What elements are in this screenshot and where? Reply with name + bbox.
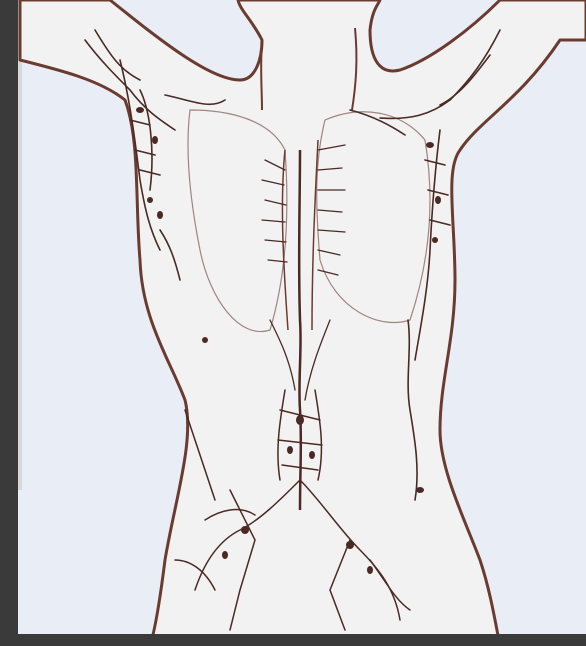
torso-silhouette [20,0,586,646]
neck-left-line [261,40,262,110]
bottom-frame-band [18,634,586,646]
